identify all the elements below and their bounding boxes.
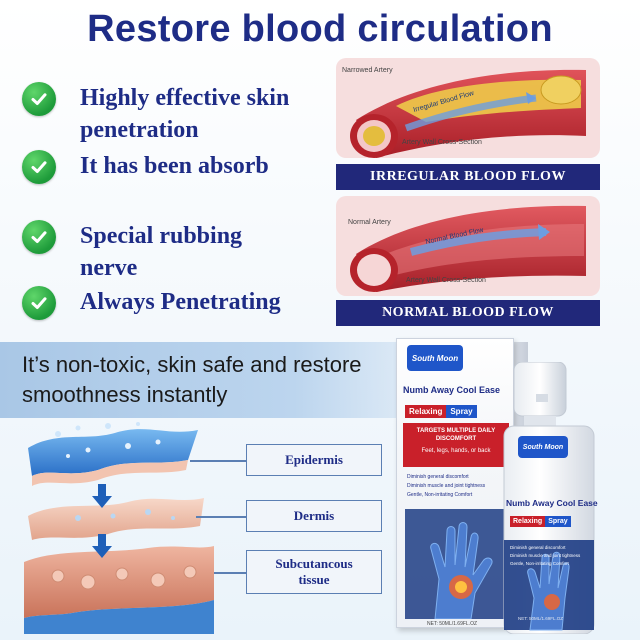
spray-bottle: South Moon Numb Away Cool Ease Relaxing … xyxy=(500,362,598,634)
down-arrow-icon xyxy=(92,534,112,558)
feature-label: Highly effective skin penetration xyxy=(80,85,290,143)
product-name: Numb Away Cool Ease xyxy=(403,385,501,395)
benefit-item: Diminish general discomfort xyxy=(407,474,469,480)
benefit-item: Gentle, Non-irritating Comfort xyxy=(407,492,473,498)
benefit-list: Diminish general discomfort Diminish mus… xyxy=(510,544,590,568)
targets-block: TARGETS MULTIPLE DAILY DISCOMFORT Feet, … xyxy=(403,423,509,467)
benefit-item: Diminish muscle and joint tightness xyxy=(510,553,581,558)
spray-bottle-icon xyxy=(503,362,595,634)
net-weight: NET: 50ML/1.69FL.OZ xyxy=(518,616,564,621)
feature-item: It has been absorb xyxy=(22,150,310,184)
product-box: South Moon Numb Away Cool Ease Relaxing … xyxy=(396,338,514,628)
feature-label: It has been absorb xyxy=(80,153,269,179)
wall-label: Artery Wall Cross-Section xyxy=(402,139,482,146)
check-icon xyxy=(22,82,56,116)
connector-line xyxy=(214,572,246,574)
areas-text: Feet, legs, hands, or back xyxy=(421,448,491,454)
feature-label: Special rubbing nerve xyxy=(80,223,243,281)
layer-label-dermis: Dermis xyxy=(246,500,382,532)
claim-band xyxy=(0,342,420,418)
skin-layers-illustration xyxy=(18,420,218,640)
check-icon xyxy=(22,286,56,320)
feature-item: Always Penetrating xyxy=(22,286,320,320)
tag-spray: Spray xyxy=(545,516,571,527)
benefit-item: Diminish general discomfort xyxy=(510,545,566,550)
irregular-artery-illustration: Narrowed Artery Irregular Blood Flow Art… xyxy=(336,58,600,158)
net-weight: NET: 50ML/1.69FL.OZ xyxy=(427,621,478,627)
layer-label-epidermis: Epidermis xyxy=(246,444,382,476)
benefit-list: Diminish general discomfort Diminish mus… xyxy=(407,473,507,500)
product-name: Numb Away Cool Ease xyxy=(506,498,598,508)
normal-artery-illustration: Normal Artery Normal Blood Flow Artery W… xyxy=(336,196,600,296)
claim-text: It’s non-toxic, skin safe and restore sm… xyxy=(22,352,362,407)
product-tags: Relaxing Spray xyxy=(510,516,571,527)
tag-relaxing: Relaxing xyxy=(405,405,447,418)
benefit-item: Diminish muscle and joint tightness xyxy=(407,483,486,489)
benefit-item: Gentle, Non-irritating Comfort xyxy=(510,561,569,566)
tag-relaxing: Relaxing xyxy=(510,516,546,527)
irregular-flow-banner: IRREGULAR BLOOD FLOW xyxy=(336,164,600,190)
check-icon xyxy=(22,150,56,184)
feature-item: Special rubbing nerve xyxy=(22,220,290,284)
page-title: Restore blood circulation xyxy=(87,8,553,50)
connector-line xyxy=(196,516,246,518)
layer-label-subcutaneous: Subcutancous tissue xyxy=(246,550,382,594)
connector-line xyxy=(190,460,246,462)
wall-label: Artery Wall Cross-Section xyxy=(406,277,486,284)
brand-logo: South Moon xyxy=(518,436,568,458)
targets-text: TARGETS MULTIPLE DAILY DISCOMFORT xyxy=(416,428,496,442)
normal-flow-banner: NORMAL BLOOD FLOW xyxy=(336,300,600,326)
brand-logo: South Moon xyxy=(407,345,463,371)
tag-spray: Spray xyxy=(446,405,477,418)
feature-label: Always Penetrating xyxy=(80,289,281,315)
hand-icon xyxy=(405,509,509,619)
artery-label: Narrowed Artery xyxy=(342,67,393,74)
artery-label: Normal Artery xyxy=(348,219,391,226)
down-arrow-icon xyxy=(92,484,112,508)
feature-item: Highly effective skin penetration xyxy=(22,82,310,146)
product-tags: Relaxing Spray xyxy=(405,405,477,418)
check-icon xyxy=(22,220,56,254)
